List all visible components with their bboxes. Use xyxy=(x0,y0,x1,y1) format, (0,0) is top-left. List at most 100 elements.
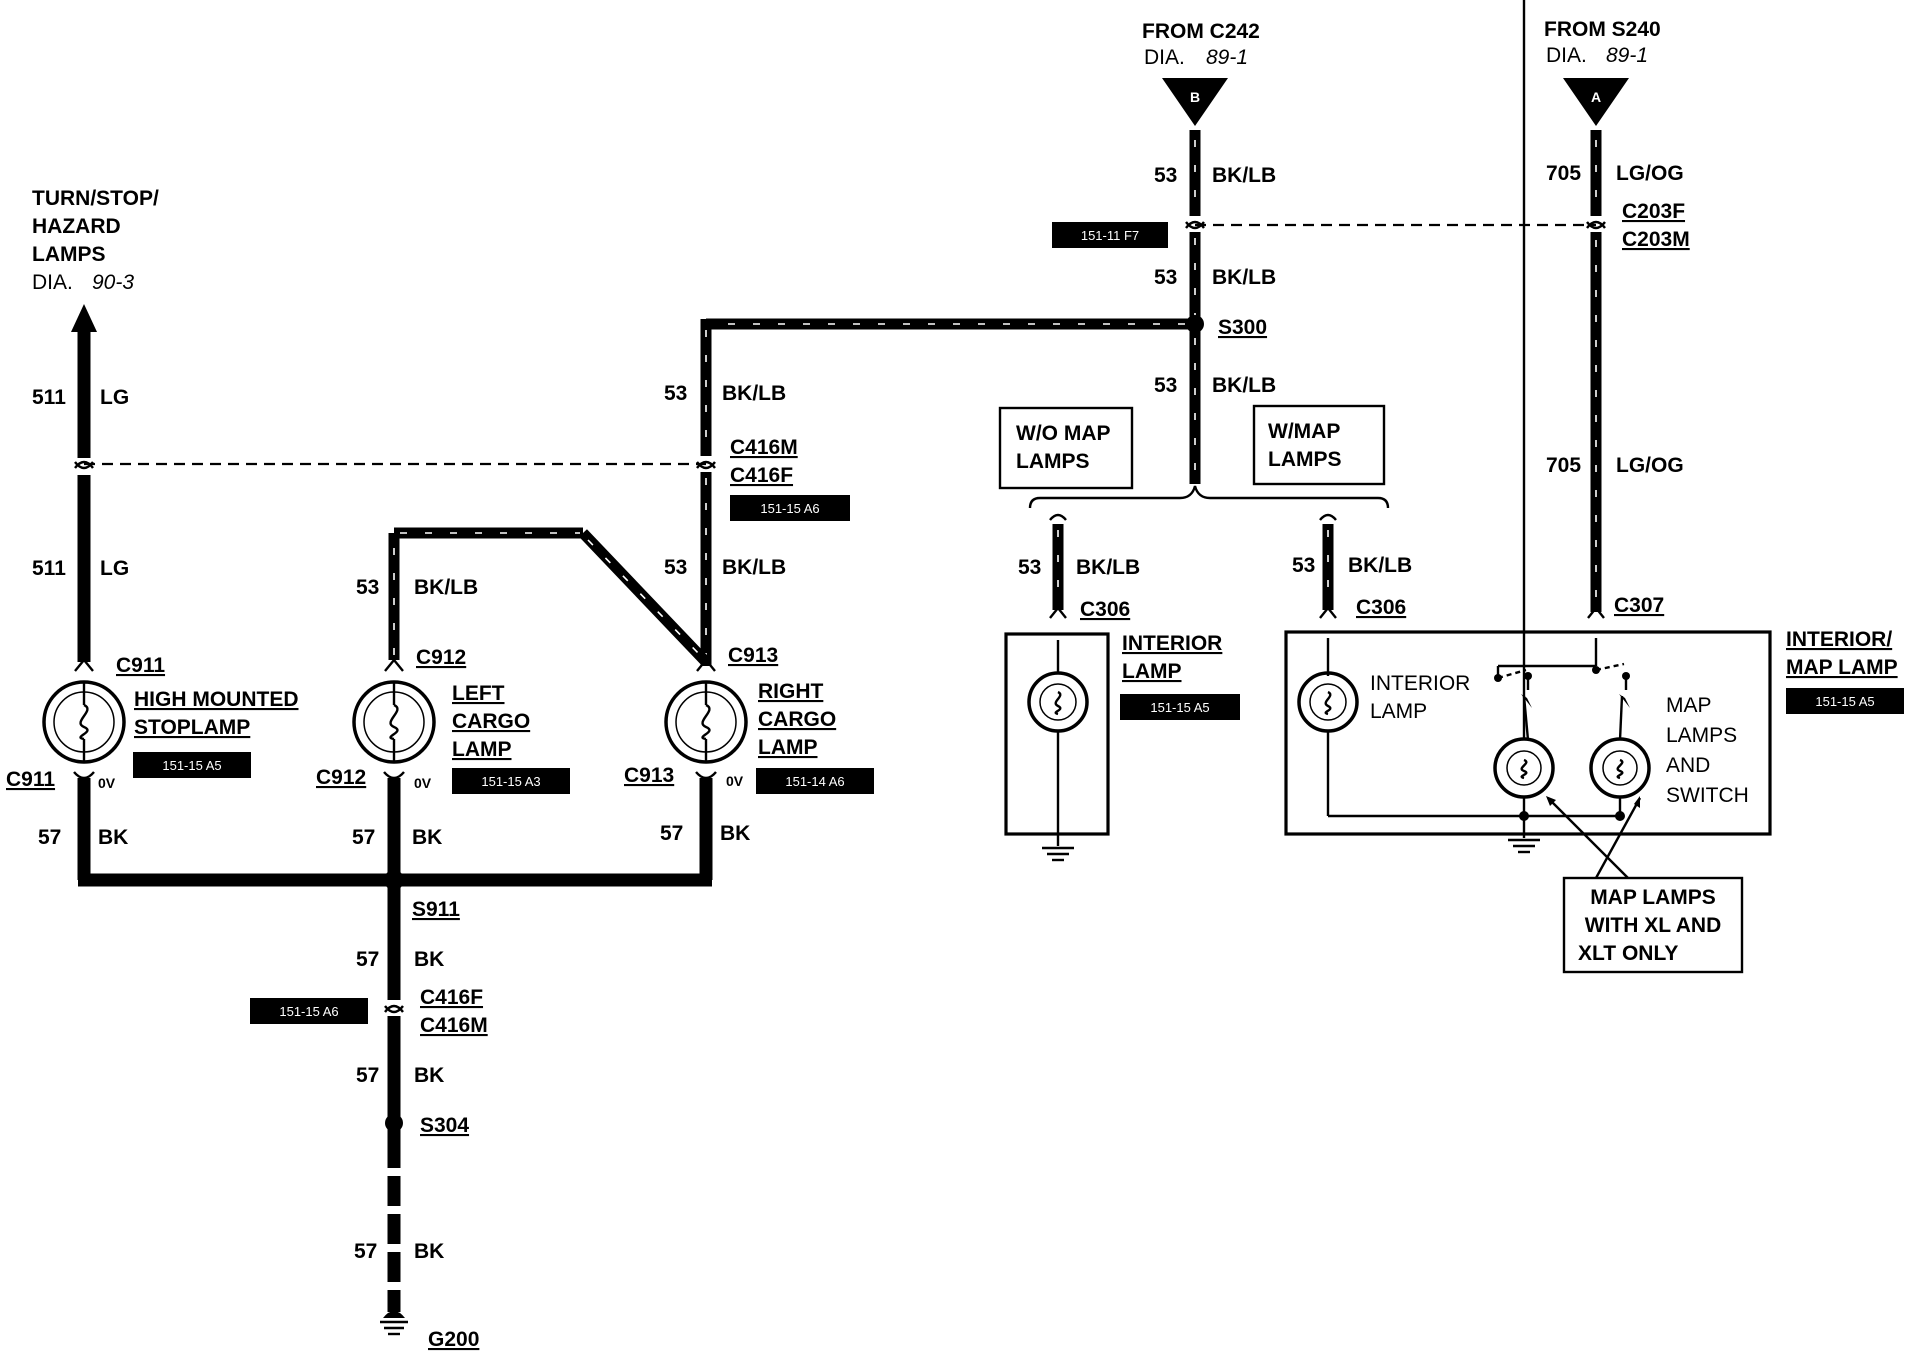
option-w-map-l1: W/MAP xyxy=(1268,420,1340,443)
interior-map-lamp-box xyxy=(1284,0,1772,854)
interior-lamp-box xyxy=(1004,632,1110,862)
wire-color-57-f: BK xyxy=(414,1240,444,1263)
wire-num-511-a: 511 xyxy=(32,386,66,409)
wire-color-57-c: BK xyxy=(720,822,750,845)
from-c242-l1: FROM C242 xyxy=(1142,20,1260,43)
conn-c913-bot: C913 xyxy=(624,764,674,787)
ref-right-cargo: 151-14 A6 xyxy=(785,774,844,789)
wire-color-53-c912: BK/LB xyxy=(414,576,478,599)
from-s240-dia: DIA. xyxy=(1546,44,1587,67)
conn-c306b: C306 xyxy=(1356,596,1406,619)
wire-num-705-mid: 705 xyxy=(1546,454,1581,477)
right-cargo-l1: RIGHT xyxy=(758,680,824,703)
ref-boxes: 151-11 F7 151-15 A6 151-15 A5 151-15 A3 … xyxy=(133,222,1904,1024)
wire-num-53-c913: 53 xyxy=(664,556,687,579)
wire-color-57-d: BK xyxy=(414,948,444,971)
from-c242-dia: DIA. xyxy=(1144,46,1185,69)
splice-s911 xyxy=(384,870,404,890)
conn-s911: S911 xyxy=(412,898,460,921)
from-s240-dia-num: 89-1 xyxy=(1606,44,1648,67)
volt-c911: 0V xyxy=(98,775,116,791)
source-connector-b-icon: B xyxy=(1162,78,1228,126)
wire-53-c306-left xyxy=(1049,513,1067,610)
interior-map-l1: INTERIOR/ xyxy=(1786,628,1892,651)
hmsl-bulb-icon xyxy=(42,680,126,764)
left-cargo-bulb-icon xyxy=(352,680,436,764)
left-cargo-l1: LEFT xyxy=(452,682,505,705)
turn-stop-dia-num: 90-3 xyxy=(92,271,134,294)
ref-c416: 151-15 A6 xyxy=(760,501,819,516)
splice-s300 xyxy=(1186,315,1204,333)
left-cargo-l3: LAMP xyxy=(452,738,512,761)
wire-color-53-c416: BK/LB xyxy=(722,382,786,405)
wire-num-53-c306a: 53 xyxy=(1018,556,1041,579)
conn-c306a: C306 xyxy=(1080,598,1130,621)
option-w-map: W/MAP LAMPS xyxy=(1252,404,1386,486)
conn-c912-top: C912 xyxy=(416,646,466,669)
wire-num-57-d: 57 xyxy=(356,948,379,971)
wire-num-53-c912: 53 xyxy=(356,576,379,599)
right-cargo-bulb-icon xyxy=(664,680,748,764)
wire-num-53-c416: 53 xyxy=(664,382,687,405)
wire-color-57-e: BK xyxy=(414,1064,444,1087)
from-c242-dia-num: 89-1 xyxy=(1206,46,1248,69)
option-wo-map-l2: LAMPS xyxy=(1016,450,1090,473)
source-pin-b: B xyxy=(1190,89,1200,105)
conn-c307: C307 xyxy=(1614,594,1664,617)
conn-c203m: C203M xyxy=(1622,228,1690,251)
map-switch-l4: SWITCH xyxy=(1666,784,1749,807)
ref-hmsl: 151-15 A5 xyxy=(162,758,221,773)
wire-num-53-top: 53 xyxy=(1154,164,1177,187)
wire-num-53-c306b: 53 xyxy=(1292,554,1315,577)
wire-num-53-mid: 53 xyxy=(1154,266,1177,289)
wire-color-57-a: BK xyxy=(98,826,128,849)
turn-stop-l1: TURN/STOP/ xyxy=(32,187,159,210)
wire-color-705-top: LG/OG xyxy=(1616,162,1684,185)
wire-num-57-e: 57 xyxy=(356,1064,379,1087)
wire-num-57-c: 57 xyxy=(660,822,683,845)
ref-left-cargo: 151-15 A3 xyxy=(481,774,540,789)
interior-a-l2: LAMP xyxy=(1122,660,1182,683)
ref-interior-map: 151-15 A5 xyxy=(1815,694,1874,709)
note-line-2: WITH XL AND xyxy=(1585,914,1722,937)
interior-inner-l1: INTERIOR xyxy=(1370,672,1470,695)
option-wo-map-l1: W/O MAP xyxy=(1016,422,1111,445)
wire-num-705-top: 705 xyxy=(1546,162,1581,185)
wire-color-53-top: BK/LB xyxy=(1212,164,1276,187)
left-cargo-l2: CARGO xyxy=(452,710,530,733)
wire-color-53-c913: BK/LB xyxy=(722,556,786,579)
option-w-map-l2: LAMPS xyxy=(1268,448,1342,471)
wire-num-57-b: 57 xyxy=(352,826,375,849)
source-connector-a-icon: A xyxy=(1563,78,1629,126)
conn-c911-bot: C911 xyxy=(6,768,55,791)
conn-c911-top: C911 xyxy=(116,654,165,677)
wire-color-53-c306b: BK/LB xyxy=(1348,554,1412,577)
wire-color-53-low: BK/LB xyxy=(1212,374,1276,397)
ground-g200-icon xyxy=(380,1311,408,1336)
wire-color-705-mid: LG/OG xyxy=(1616,454,1684,477)
wire-num-511-b: 511 xyxy=(32,557,66,580)
conn-c416m-bot: C416M xyxy=(420,1014,488,1037)
conn-c416m-top: C416M xyxy=(730,436,798,459)
option-wo-map: W/O MAP LAMPS xyxy=(998,406,1134,490)
connector-symbols xyxy=(73,220,1606,1014)
from-s240-l1: FROM S240 xyxy=(1544,18,1661,41)
turn-stop-dia: DIA. xyxy=(32,271,73,294)
wire-57-bk xyxy=(77,778,713,1312)
interior-map-l2: MAP LAMP xyxy=(1786,656,1898,679)
right-cargo-l3: LAMP xyxy=(758,736,818,759)
source-pin-a: A xyxy=(1591,89,1601,105)
conn-g200: G200 xyxy=(428,1328,479,1351)
volt-c913: 0V xyxy=(726,773,744,789)
option-brace xyxy=(1028,485,1390,509)
conn-s304: S304 xyxy=(420,1114,469,1137)
conn-c912-bot: C912 xyxy=(316,766,366,789)
wire-num-57-a: 57 xyxy=(38,826,61,849)
ref-151-11-f7: 151-11 F7 xyxy=(1081,228,1139,243)
interior-a-l1: INTERIOR xyxy=(1122,632,1222,655)
turn-stop-l3: LAMPS xyxy=(32,243,106,266)
ref-c416-bottom: 151-15 A6 xyxy=(279,1004,338,1019)
map-switch-l2: LAMPS xyxy=(1666,724,1737,747)
map-switch-l1: MAP xyxy=(1666,694,1712,717)
